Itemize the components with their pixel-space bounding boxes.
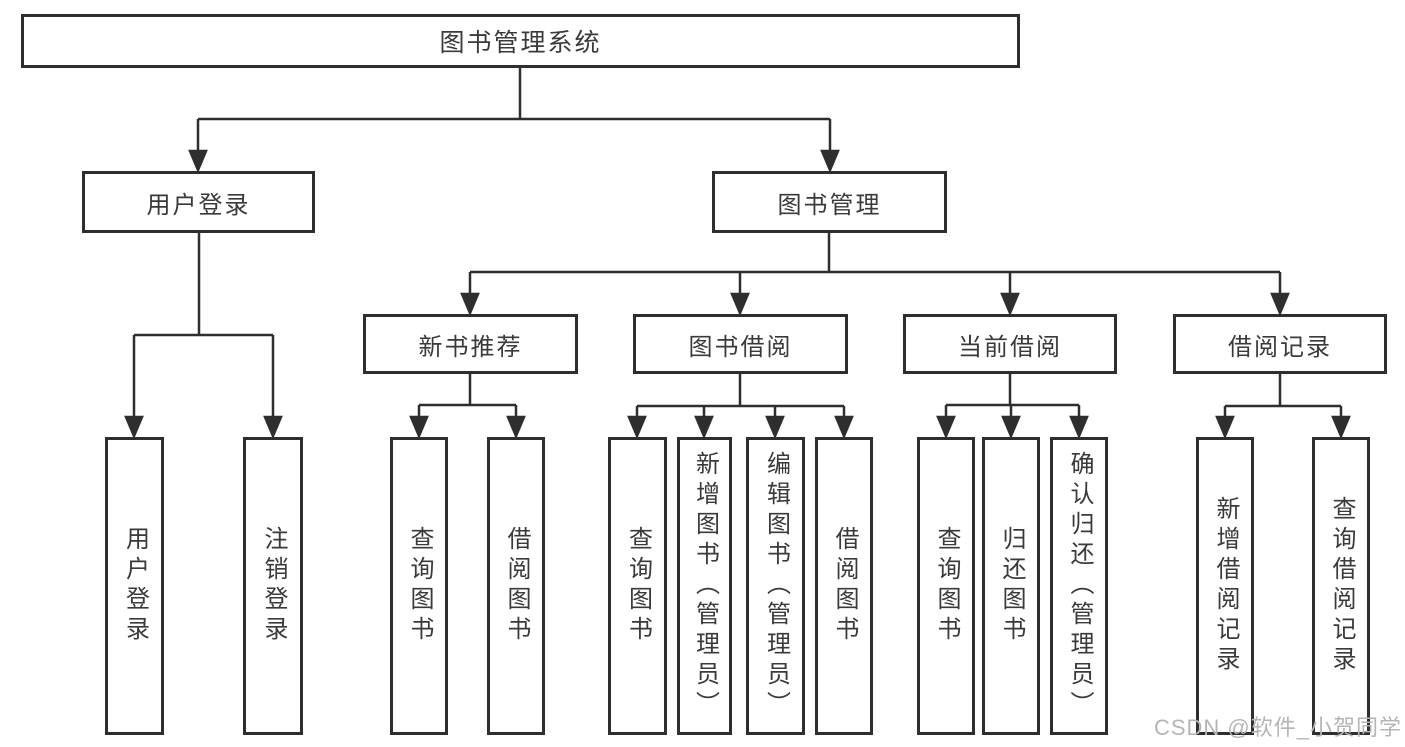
node-label: 新书推荐	[418, 333, 523, 361]
connector-userlogin-to-leaves	[124, 233, 283, 440]
arrow-down-icon	[263, 415, 283, 440]
node-label: 注销登录	[260, 526, 287, 646]
node-library-management-system: 图书管理系统	[21, 14, 1020, 68]
arrow-down-icon	[506, 415, 526, 440]
arrow-down-icon	[820, 149, 840, 174]
leaf-add-book-admin: 新增图书（管理员）	[677, 437, 732, 735]
connector-bookmgmt-to-level3	[460, 233, 1290, 317]
node-label: 归还图书	[998, 526, 1025, 646]
node-book-borrowing: 图书借阅	[633, 314, 848, 374]
connector-root-to-level2	[188, 68, 840, 174]
node-label: 用户登录	[121, 526, 149, 646]
node-label: 新增图书（管理员）	[691, 451, 719, 721]
arrow-down-icon	[1331, 415, 1351, 440]
arrow-down-icon	[188, 149, 208, 174]
arrow-down-icon	[694, 415, 714, 440]
arrow-down-icon	[1215, 415, 1235, 440]
connector-records-to-leaves	[1215, 374, 1351, 440]
leaf-query-books-recommend: 查询图书	[390, 437, 448, 735]
node-new-book-recommend: 新书推荐	[363, 314, 578, 374]
leaf-return-book: 归还图书	[982, 437, 1040, 735]
node-label: 用户登录	[146, 191, 251, 219]
node-label: 图书管理	[777, 191, 882, 219]
arrow-down-icon	[124, 415, 144, 440]
node-user-login: 用户登录	[82, 171, 315, 233]
node-borrowing-records: 借阅记录	[1173, 314, 1387, 374]
arrow-down-icon	[1001, 415, 1021, 440]
node-label: 借阅记录	[1228, 333, 1332, 361]
leaf-query-books-borrowing: 查询图书	[608, 437, 667, 735]
arrow-down-icon	[730, 292, 750, 317]
leaf-query-borrow-record: 查询借阅记录	[1312, 437, 1370, 735]
arrow-down-icon	[1069, 415, 1089, 440]
arrow-down-icon	[460, 292, 480, 317]
csdn-watermark: CSDN @软件_小贺同学	[1153, 715, 1402, 740]
leaf-borrow-books-borrowing: 借阅图书	[815, 437, 873, 735]
arrow-down-icon	[1000, 292, 1020, 317]
leaf-edit-book-admin: 编辑图书（管理员）	[746, 437, 805, 735]
node-label: 借阅图书	[831, 526, 858, 646]
arrow-down-icon	[936, 415, 956, 440]
node-label: 查询借阅记录	[1328, 496, 1355, 676]
leaf-query-books-current: 查询图书	[917, 437, 975, 735]
node-label: 查询图书	[406, 526, 433, 646]
arrow-down-icon	[627, 415, 647, 440]
connector-newbook-to-leaves	[409, 374, 526, 440]
connector-borrow-to-leaves	[627, 374, 854, 440]
arrow-down-icon	[409, 415, 429, 440]
node-label: 编辑图书（管理员）	[762, 451, 790, 721]
leaf-logout: 注销登录	[243, 437, 303, 735]
node-book-management: 图书管理	[712, 171, 947, 233]
arrow-down-icon	[834, 415, 854, 440]
leaf-borrow-books-recommend: 借阅图书	[487, 437, 545, 735]
node-label: 查询图书	[624, 526, 652, 646]
node-label: 图书借阅	[688, 333, 793, 361]
connector-current-to-leaves	[936, 374, 1089, 440]
node-current-borrowing: 当前借阅	[903, 314, 1117, 374]
arrow-down-icon	[1270, 292, 1290, 317]
node-label: 当前借阅	[958, 333, 1062, 361]
leaf-add-borrow-record: 新增借阅记录	[1196, 437, 1254, 735]
node-label: 确认归还（管理员）	[1066, 451, 1093, 721]
leaf-confirm-return-admin: 确认归还（管理员）	[1050, 437, 1108, 735]
node-label: 查询图书	[933, 526, 960, 646]
node-label: 新增借阅记录	[1212, 496, 1239, 676]
arrow-down-icon	[765, 415, 785, 440]
leaf-user-login: 用户登录	[105, 437, 164, 735]
node-label: 借阅图书	[503, 526, 530, 646]
node-label: 图书管理系统	[439, 29, 602, 57]
